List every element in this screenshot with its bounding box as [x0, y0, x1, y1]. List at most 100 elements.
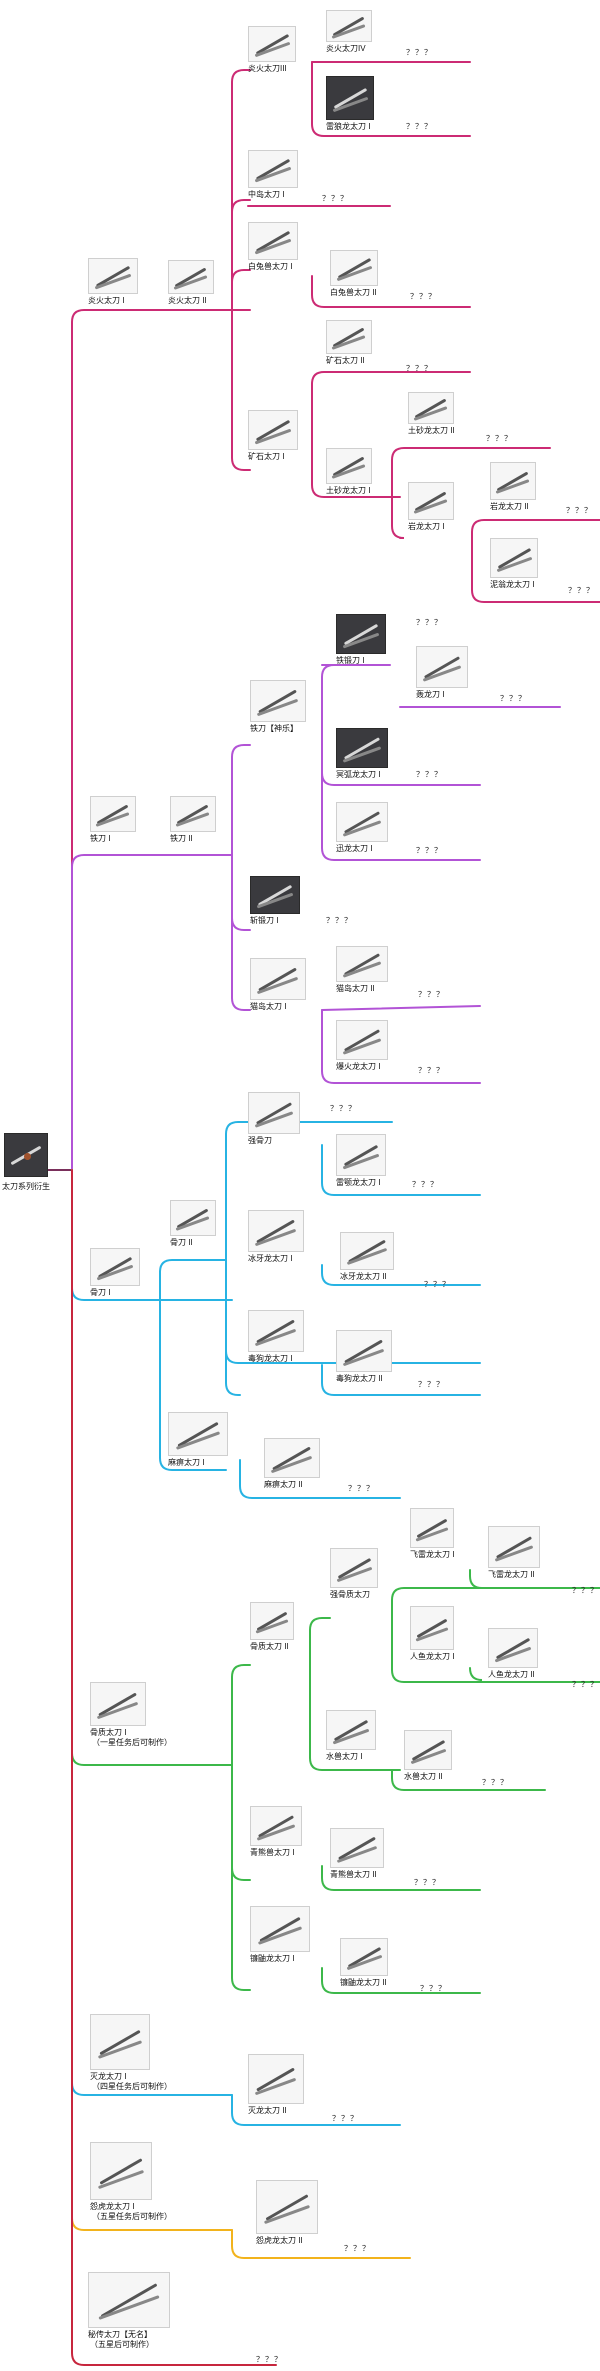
branch-connector [471, 519, 600, 539]
weapon-label: 毒狗龙太刀 I [248, 1354, 293, 1363]
unknown-upgrade-marker: ？？？ [414, 1878, 441, 1887]
branch-connector [469, 1667, 483, 1681]
weapon-thumbnail[interactable] [336, 614, 386, 654]
weapon-thumbnail[interactable] [410, 1508, 454, 1548]
weapon-label: 爆火龙太刀 I [336, 1062, 381, 1071]
branch-connector [231, 2094, 401, 2126]
weapon-thumbnail[interactable] [340, 1938, 388, 1976]
weapon-label: 飞雷龙太刀 I [410, 1550, 455, 1559]
weapon-thumbnail[interactable] [250, 958, 306, 1000]
weapon-label: 怨虎龙太刀 II [256, 2236, 303, 2245]
weapon-thumbnail[interactable] [326, 1710, 376, 1750]
weapon-thumbnail[interactable] [336, 946, 388, 982]
weapon-label: 猫岛太刀 I [250, 1002, 287, 1011]
branch-connector [71, 309, 233, 1171]
weapon-thumbnail[interactable] [340, 1232, 394, 1270]
weapon-label: 强骨刀 [248, 1136, 272, 1145]
weapon-thumbnail[interactable] [326, 320, 372, 354]
weapon-label: （一星任务后可制作） [92, 1738, 172, 1747]
weapon-thumbnail[interactable] [170, 796, 216, 832]
branch-connector [321, 1364, 481, 1396]
unknown-upgrade-marker: ？？？ [330, 1104, 357, 1113]
weapon-label: 水兽太刀 I [326, 1752, 363, 1761]
unknown-upgrade-marker: ？？？ [416, 770, 443, 779]
weapon-label: 雷狼龙太刀 I [326, 122, 371, 131]
weapon-thumbnail[interactable] [326, 448, 372, 484]
weapon-thumbnail[interactable] [250, 1602, 294, 1640]
weapon-thumbnail[interactable] [336, 1020, 388, 1060]
weapon-thumbnail[interactable] [90, 1682, 146, 1726]
weapon-label: 镰鼬龙太刀 I [250, 1954, 295, 1963]
branch-connector [321, 1967, 481, 1994]
weapon-label: 秘传太刀【无名】 [88, 2330, 152, 2339]
weapon-thumbnail[interactable] [410, 1606, 454, 1650]
weapon-thumbnail[interactable] [168, 1412, 228, 1456]
unknown-upgrade-marker: ？？？ [486, 434, 513, 443]
weapon-thumbnail[interactable] [408, 482, 454, 520]
weapon-label: 炎火太刀 II [168, 296, 207, 305]
weapon-thumbnail[interactable] [330, 1548, 378, 1588]
weapon-label: （五星后可制作） [90, 2340, 154, 2349]
weapon-thumbnail[interactable] [336, 802, 388, 842]
weapon-thumbnail[interactable] [90, 2142, 152, 2200]
weapon-thumbnail[interactable] [330, 250, 378, 286]
unknown-upgrade-marker: ？？？ [256, 2355, 283, 2364]
weapon-thumbnail[interactable] [326, 10, 372, 42]
weapon-thumbnail[interactable] [250, 1906, 310, 1952]
weapon-thumbnail[interactable] [250, 1806, 302, 1846]
weapon-label: （五星任务后可制作） [92, 2212, 172, 2221]
root-label: 太刀系列衍生 [2, 1182, 50, 1191]
unknown-upgrade-marker: ？？？ [410, 292, 437, 301]
weapon-thumbnail[interactable] [88, 258, 138, 294]
weapon-thumbnail[interactable] [90, 2014, 150, 2070]
weapon-thumbnail[interactable] [248, 222, 298, 260]
unknown-upgrade-marker: ？？？ [424, 1280, 451, 1289]
weapon-thumbnail[interactable] [88, 2272, 170, 2328]
weapon-thumbnail[interactable] [408, 392, 454, 424]
weapon-thumbnail[interactable] [248, 1092, 300, 1134]
weapon-thumbnail[interactable] [250, 876, 300, 914]
weapon-label: 铁刀【神乐】 [250, 724, 298, 733]
unknown-upgrade-marker: ？？？ [418, 990, 445, 999]
weapon-thumbnail[interactable] [248, 2054, 304, 2104]
weapon-thumbnail[interactable] [490, 538, 538, 578]
branch-connector [309, 1617, 331, 1666]
weapon-thumbnail[interactable] [248, 150, 298, 188]
weapon-label: 白兔兽太刀 I [248, 262, 293, 271]
unknown-upgrade-marker: ？？？ [482, 1778, 509, 1787]
branch-connector [231, 854, 251, 931]
weapon-thumbnail[interactable] [488, 1526, 540, 1568]
weapon-thumbnail[interactable] [168, 260, 214, 294]
weapon-thumbnail[interactable] [336, 1330, 392, 1372]
weapon-label: 水兽太刀 II [404, 1772, 443, 1781]
branch-connector [231, 1764, 251, 1881]
weapon-thumbnail[interactable] [326, 76, 374, 120]
weapon-label: 人鱼龙太刀 II [488, 1670, 535, 1679]
branch-connector [391, 1587, 600, 1619]
weapon-label: 轰龙刀 I [416, 690, 445, 699]
weapon-thumbnail[interactable] [330, 1828, 384, 1868]
weapon-thumbnail[interactable] [250, 680, 306, 722]
weapon-thumbnail[interactable] [490, 462, 536, 500]
weapon-thumbnail[interactable] [248, 26, 296, 62]
weapon-thumbnail[interactable] [264, 1438, 320, 1478]
weapon-thumbnail[interactable] [90, 1248, 140, 1286]
weapon-thumbnail[interactable] [90, 796, 136, 832]
unknown-upgrade-marker: ？？？ [566, 506, 593, 515]
weapon-thumbnail[interactable] [336, 1134, 386, 1176]
branch-connector [71, 854, 233, 1171]
weapon-thumbnail[interactable] [248, 410, 298, 450]
weapon-thumbnail[interactable] [336, 728, 388, 768]
weapon-label: 青熊兽太刀 II [330, 1870, 377, 1879]
weapon-thumbnail[interactable] [256, 2180, 318, 2234]
weapon-thumbnail[interactable] [488, 1628, 538, 1668]
weapon-label: 青熊兽太刀 I [250, 1848, 295, 1857]
weapon-thumbnail[interactable] [404, 1730, 452, 1770]
weapon-thumbnail[interactable] [170, 1200, 216, 1236]
weapon-thumbnail[interactable] [416, 646, 468, 688]
weapon-thumbnail[interactable] [248, 1310, 304, 1352]
weapon-label: 飞雷龙太刀 II [488, 1570, 535, 1579]
root-weapon-icon[interactable] [4, 1133, 48, 1177]
weapon-thumbnail[interactable] [248, 1210, 304, 1252]
